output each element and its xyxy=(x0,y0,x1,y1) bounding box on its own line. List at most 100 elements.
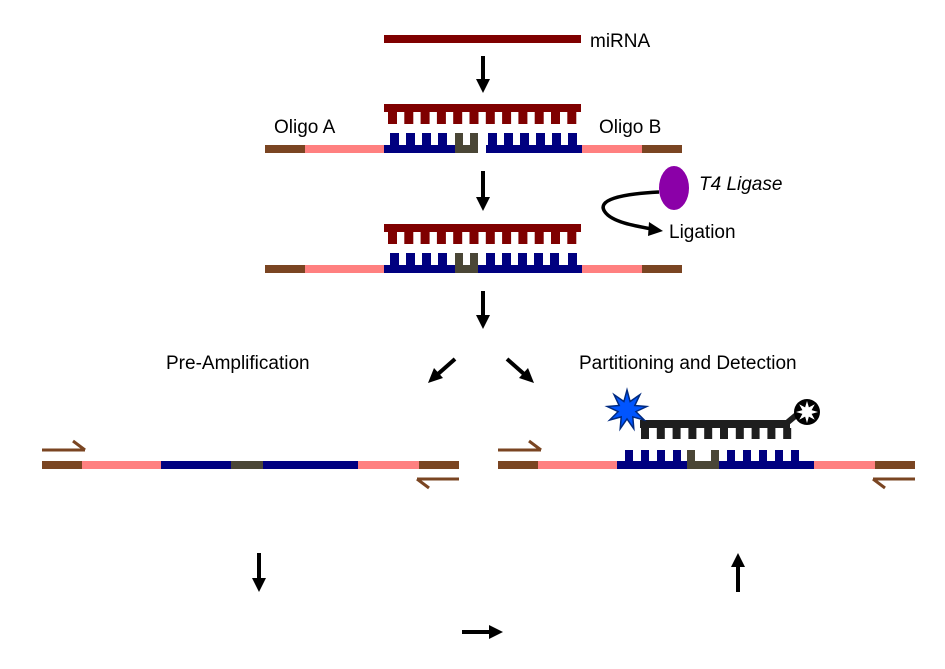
t4-ligase-icon xyxy=(659,166,689,210)
adapter-left xyxy=(42,461,82,469)
oligo-base xyxy=(518,253,527,265)
mirna-base xyxy=(518,112,528,124)
probe-backbone xyxy=(640,420,790,428)
target-base xyxy=(727,450,735,461)
forward-primer-right xyxy=(498,439,542,452)
arrow-branch-left xyxy=(428,357,457,383)
oligo-base xyxy=(550,253,559,265)
primer-site-left xyxy=(538,461,617,469)
arrow-down-3 xyxy=(476,291,490,329)
oligo-b-primer-site xyxy=(582,145,642,153)
probe-base xyxy=(641,428,649,439)
oligo-b-target xyxy=(486,145,582,153)
ligation-curved-arrow xyxy=(601,190,663,236)
oligo-a-target xyxy=(384,145,455,153)
oligo-base xyxy=(502,253,511,265)
oligo-base xyxy=(406,133,415,145)
mirna-base xyxy=(388,232,397,244)
probe-base xyxy=(720,428,728,439)
mirna-base xyxy=(551,232,560,244)
junction-base xyxy=(455,133,463,145)
junction-base xyxy=(711,450,719,461)
detection-probe xyxy=(640,420,792,439)
oligo-base xyxy=(422,133,431,145)
target-base xyxy=(673,450,681,461)
pre-amplification-label: Pre-Amplification xyxy=(166,353,310,374)
mirna-base xyxy=(534,232,544,244)
mirna-base xyxy=(404,112,414,124)
target-base xyxy=(641,450,649,461)
oligo-base xyxy=(438,253,447,265)
primer-site-right xyxy=(814,461,875,469)
target-base xyxy=(791,450,799,461)
mirna-base xyxy=(453,112,463,124)
preamp-product xyxy=(42,461,459,469)
mirna-base xyxy=(567,112,577,124)
mirna-base xyxy=(567,232,577,244)
mirna-base xyxy=(388,112,397,124)
arrow-right-bottom xyxy=(462,625,503,639)
target-base xyxy=(625,450,633,461)
oligo-b-target xyxy=(478,265,582,273)
oligo-base xyxy=(406,253,415,265)
oligo-b-adapter xyxy=(642,145,682,153)
mirna-label: miRNA xyxy=(590,31,650,52)
oligo-base xyxy=(390,253,399,265)
fluorophore-starburst-icon xyxy=(604,387,650,432)
oligo-b-label: Oligo B xyxy=(599,117,661,138)
detection-complex xyxy=(498,450,915,469)
mirna-base xyxy=(453,232,463,244)
probe-base xyxy=(735,428,744,439)
adapter-left xyxy=(498,461,538,469)
mirna-base xyxy=(469,112,479,124)
mirna-base xyxy=(436,232,446,244)
ligated-duplex xyxy=(265,224,682,273)
junction xyxy=(231,461,263,469)
mirna-strand xyxy=(384,35,581,43)
oligo-base xyxy=(504,133,513,145)
quencher-icon xyxy=(794,399,820,425)
oligo-base xyxy=(390,133,399,145)
probe-base xyxy=(688,428,697,439)
oligo-b-primer-site xyxy=(582,265,642,273)
arrow-down-1 xyxy=(476,56,490,93)
adapter-right xyxy=(875,461,915,469)
target-right xyxy=(263,461,358,469)
arrow-down-bottom xyxy=(252,553,266,592)
junction-base xyxy=(687,450,695,461)
mirna-base xyxy=(551,112,560,124)
probe-base xyxy=(783,428,792,439)
mirna-base xyxy=(485,112,495,124)
forward-primer-left xyxy=(42,439,86,452)
junction xyxy=(687,461,719,469)
target-base xyxy=(759,450,767,461)
oligo-a-adapter xyxy=(265,265,305,273)
target-base xyxy=(743,450,751,461)
arrow-down-2 xyxy=(476,171,490,211)
ligase-label: T4 Ligase xyxy=(699,174,782,195)
partitioning-label: Partitioning and Detection xyxy=(579,353,797,374)
arrow-branch-right xyxy=(505,357,534,383)
mirna-base xyxy=(420,112,430,124)
target-right xyxy=(719,461,814,469)
mirna-base xyxy=(436,112,446,124)
target-left xyxy=(161,461,231,469)
oligo-a-adapter xyxy=(265,145,305,153)
mirna-backbone xyxy=(384,104,581,112)
ligation-label: Ligation xyxy=(669,222,736,243)
probe-base xyxy=(751,428,760,439)
oligo-a-primer-site xyxy=(305,145,384,153)
mirna-base xyxy=(502,232,512,244)
reverse-primer-right xyxy=(872,477,915,490)
reverse-primer-left xyxy=(416,477,459,490)
primer-site-left xyxy=(82,461,161,469)
target-left xyxy=(617,461,687,469)
oligo-junction xyxy=(455,265,478,273)
junction-base xyxy=(470,253,478,265)
mirna-base xyxy=(502,112,512,124)
probe-base xyxy=(704,428,713,439)
junction-base xyxy=(470,133,478,145)
mirna-backbone xyxy=(384,224,581,232)
mirna-base xyxy=(404,232,414,244)
